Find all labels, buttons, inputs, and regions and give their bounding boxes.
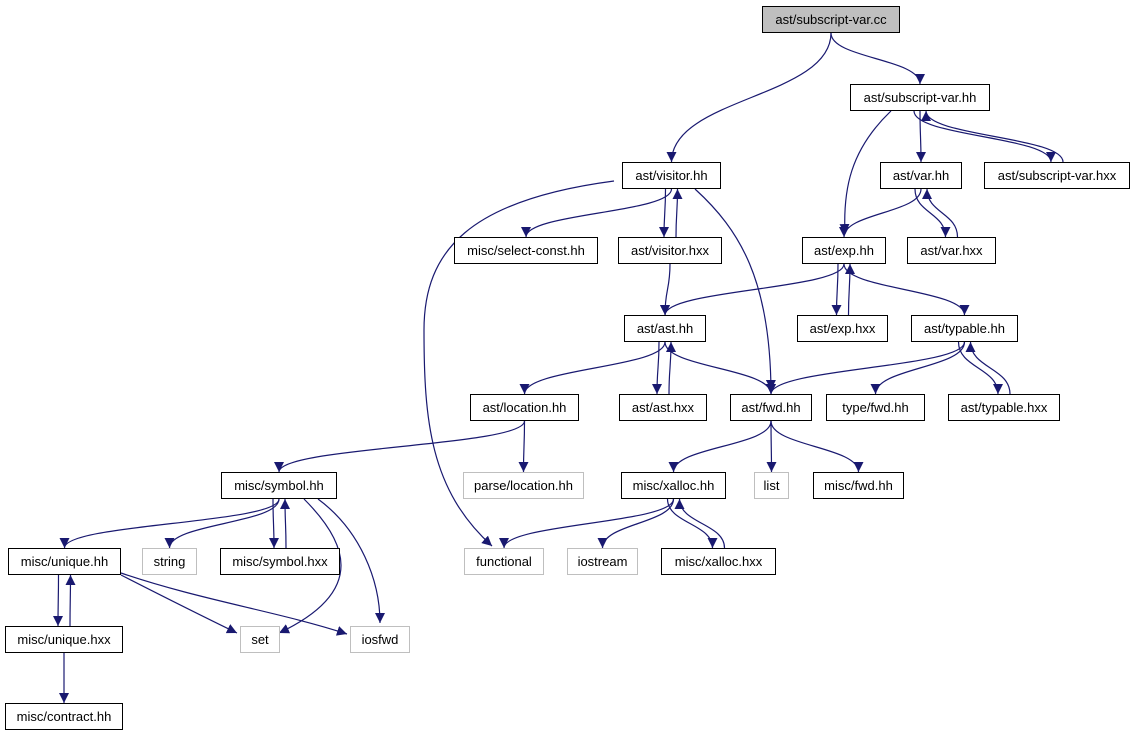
node-ast-visitor-hh[interactable]: ast/visitor.hh: [622, 162, 721, 189]
edge-ast_hh-to-ast_hxx: [652, 341, 663, 395]
node-misc-symbol-hxx[interactable]: misc/symbol.hxx: [220, 548, 340, 575]
node-ast-subscript-var-hh[interactable]: ast/subscript-var.hh: [850, 84, 990, 111]
edge-visitor_hh-to-selconst: [521, 188, 673, 238]
edge-exp_hxx-to-exp_hh: [844, 263, 855, 316]
edge-var_hxx-to-var_hh: [922, 188, 959, 238]
edge-visitor_hh-to-fwd_hh: [694, 188, 776, 391]
edge-symbol_hh-to-iosfwd: [317, 498, 385, 624]
edge-xalloc_hxx-to-xalloc_hh: [674, 498, 726, 549]
edge-symbol_hxx-to-symbol_hh: [280, 498, 291, 549]
edge-ast_hh-to-fwd_hh: [664, 341, 776, 395]
node-ast-ast-hxx[interactable]: ast/ast.hxx: [619, 394, 707, 421]
edge-typable_hxx-to-typable_hh: [965, 341, 1011, 395]
edge-visitor_hxx-to-visitor_hh: [672, 188, 683, 238]
edge-xalloc_hh-to-iostream: [597, 498, 675, 549]
edge-visitor_hh-to-visitor_hxx: [659, 188, 670, 238]
node-misc-select-const-hh[interactable]: misc/select-const.hh: [454, 237, 598, 264]
edge-var_hh-to-exp_hh: [839, 188, 922, 238]
edge-fwd_hh-to-xalloc_hh: [668, 420, 772, 473]
edge-subvar_hh-to-subvar_hxx: [913, 110, 1056, 163]
edge-var_hh-to-var_hxx: [914, 188, 951, 238]
edge-symbol_hh-to-symbol_hxx: [268, 498, 279, 549]
edge-fwd_hh-to-list: [766, 420, 777, 473]
edge-visitor_hxx-to-ast_hh: [660, 263, 671, 316]
edge-typable_hh-to-typefwd: [870, 341, 966, 395]
node-functional: functional: [464, 548, 544, 575]
node-ast-exp-hh[interactable]: ast/exp.hh: [802, 237, 886, 264]
node-misc-contract-hh[interactable]: misc/contract.hh: [5, 703, 123, 730]
edge-unique_hh-to-set: [120, 574, 238, 634]
edge-fwd_hh-to-miscfwd: [770, 420, 864, 473]
node-ast-subscript-var-hxx[interactable]: ast/subscript-var.hxx: [984, 162, 1130, 189]
edge-symbol_hh-to-string: [164, 498, 280, 549]
node-string: string: [142, 548, 197, 575]
edge-symbol_hh-to-set: [278, 498, 342, 634]
node-ast-ast-hh[interactable]: ast/ast.hh: [624, 315, 706, 342]
edge-symbol_hh-to-unique_hh: [59, 498, 280, 549]
edge-visitor_hh-to-functional: [423, 180, 615, 547]
edge-ast_hh-to-location_hh: [519, 341, 666, 395]
edge-typable_hh-to-typable_hxx: [957, 341, 1003, 395]
node-misc-xalloc-hh[interactable]: misc/xalloc.hh: [621, 472, 726, 499]
node-ast-fwd-hh[interactable]: ast/fwd.hh: [730, 394, 812, 421]
edge-xalloc_hh-to-functional: [499, 498, 675, 549]
edge-unique_hh-to-iosfwd: [120, 572, 348, 636]
edge-location_hh-to-symbol_hh: [274, 420, 526, 473]
node-parse-location-hh: parse/location.hh: [463, 472, 584, 499]
edge-exp_hh-to-ast_hh: [660, 263, 845, 316]
node-ast-exp-hxx[interactable]: ast/exp.hxx: [797, 315, 888, 342]
edge-unique_hxx-to-unique_hh: [65, 574, 76, 627]
edge-location_hh-to-parseloc: [518, 420, 529, 473]
edge-root-to-subvar_hh: [830, 32, 925, 85]
node-ast-var-hh[interactable]: ast/var.hh: [880, 162, 962, 189]
node-iosfwd: iosfwd: [350, 626, 410, 653]
node-set: set: [240, 626, 280, 653]
node-misc-fwd-hh[interactable]: misc/fwd.hh: [813, 472, 904, 499]
edge-subvar_hh-to-var_hh: [915, 110, 926, 163]
node-ast-location-hh[interactable]: ast/location.hh: [470, 394, 579, 421]
node-ast-var-hxx[interactable]: ast/var.hxx: [907, 237, 996, 264]
edge-ast_hxx-to-ast_hh: [665, 341, 676, 395]
node-misc-xalloc-hxx[interactable]: misc/xalloc.hxx: [661, 548, 776, 575]
edge-unique_hh-to-unique_hxx: [53, 574, 64, 627]
edge-typable_hh-to-fwd_hh: [766, 341, 966, 395]
edge-exp_hh-to-typable_hh: [843, 263, 970, 316]
node-ast-typable-hxx[interactable]: ast/typable.hxx: [948, 394, 1060, 421]
edge-subvar_hxx-to-subvar_hh: [921, 110, 1064, 163]
node-ast-typable-hh[interactable]: ast/typable.hh: [911, 315, 1018, 342]
node-type-fwd-hh[interactable]: type/fwd.hh: [826, 394, 925, 421]
edge-root-to-visitor_hh: [666, 32, 832, 163]
node-misc-unique-hh[interactable]: misc/unique.hh: [8, 548, 121, 575]
node-iostream: iostream: [567, 548, 638, 575]
node-ast-visitor-hxx[interactable]: ast/visitor.hxx: [618, 237, 722, 264]
edge-xalloc_hh-to-xalloc_hxx: [666, 498, 718, 549]
node-list: list: [754, 472, 789, 499]
edge-exp_hh-to-exp_hxx: [831, 263, 842, 316]
edge-subvar_hh-to-exp_hh: [839, 110, 892, 235]
node-ast-subscript-var-cc[interactable]: ast/subscript-var.cc: [762, 6, 900, 33]
node-misc-unique-hxx[interactable]: misc/unique.hxx: [5, 626, 123, 653]
node-misc-symbol-hh[interactable]: misc/symbol.hh: [221, 472, 337, 499]
